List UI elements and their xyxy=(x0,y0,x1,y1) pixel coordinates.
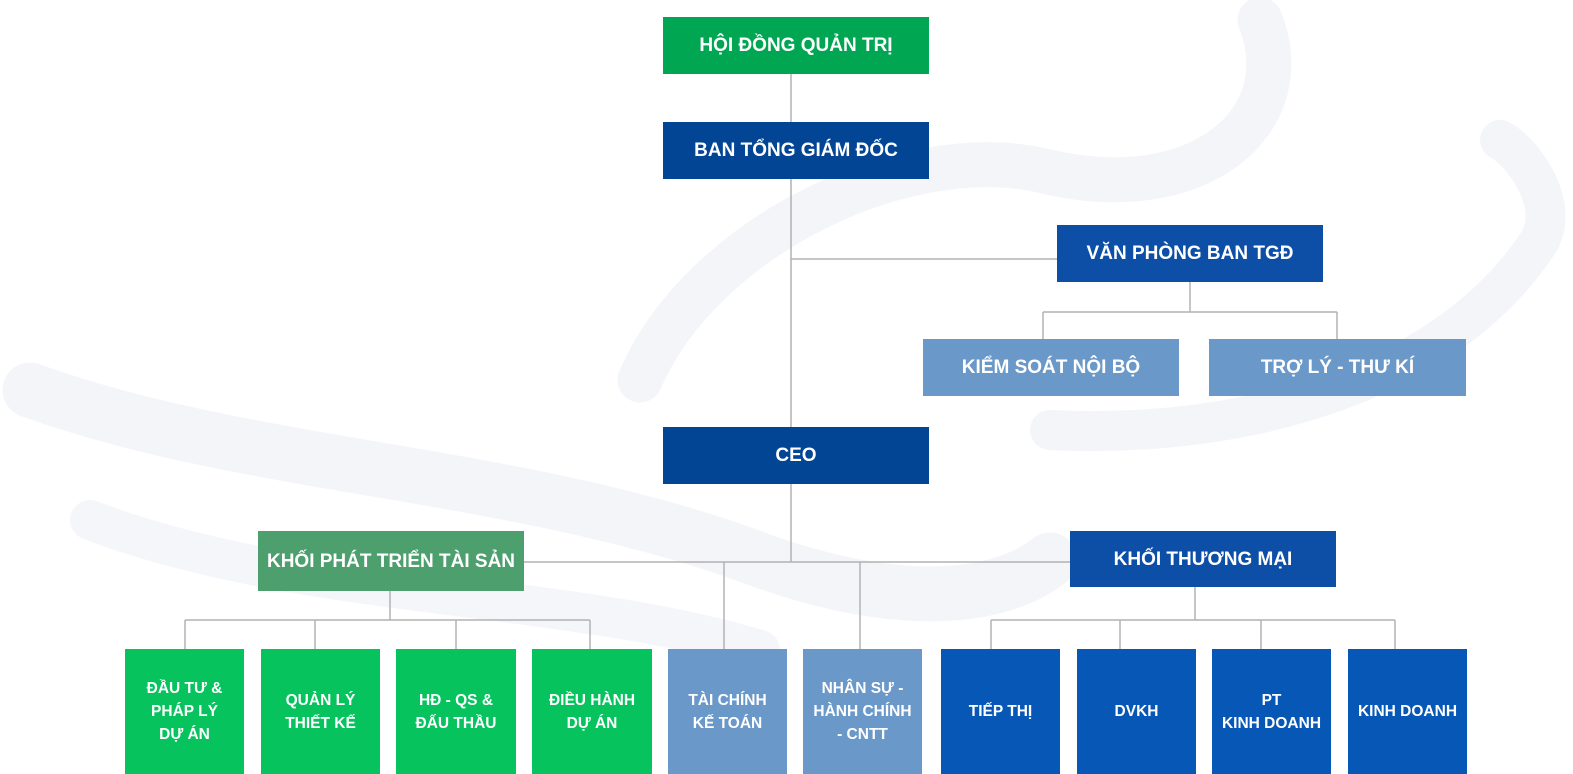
asset-division-box: KHỐI PHÁT TRIỂN TÀI SẢN xyxy=(258,531,524,591)
unit-business-development: PT KINH DOANH xyxy=(1212,649,1331,774)
unit-design-management: QUẢN LÝ THIẾT KẾ xyxy=(261,649,380,774)
office-box: VĂN PHÒNG BAN TGĐ xyxy=(1057,225,1323,282)
unit-hr-admin-it: NHÂN SỰ - HÀNH CHÍNH - CNTT xyxy=(803,649,922,774)
unit-customer-service: DVKH xyxy=(1077,649,1196,774)
unit-contracts-qs-bidding: HĐ - QS & ĐẤU THẦU xyxy=(396,649,516,774)
general-directors-box: BAN TỔNG GIÁM ĐỐC xyxy=(663,122,929,179)
unit-project-operations: ĐIỀU HÀNH DỰ ÁN xyxy=(532,649,652,774)
assistant-box: TRỢ LÝ - THƯ KÍ xyxy=(1209,339,1466,396)
unit-investment-legal: ĐẦU TƯ & PHÁP LÝ DỰ ÁN xyxy=(125,649,244,774)
ceo-box: CEO xyxy=(663,427,929,484)
unit-sales: KINH DOANH xyxy=(1348,649,1467,774)
commercial-division-box: KHỐI THƯƠNG MẠI xyxy=(1070,531,1336,587)
internal-control-box: KIỂM SOÁT NỘI BỘ xyxy=(923,339,1179,396)
connectors xyxy=(184,74,1396,649)
unit-finance-accounting: TÀI CHÍNH KẾ TOÁN xyxy=(668,649,787,774)
unit-marketing: TIẾP THỊ xyxy=(941,649,1060,774)
watermark-swoosh xyxy=(2,0,1566,670)
board-of-directors-box: HỘI ĐỒNG QUẢN TRỊ xyxy=(663,17,929,74)
